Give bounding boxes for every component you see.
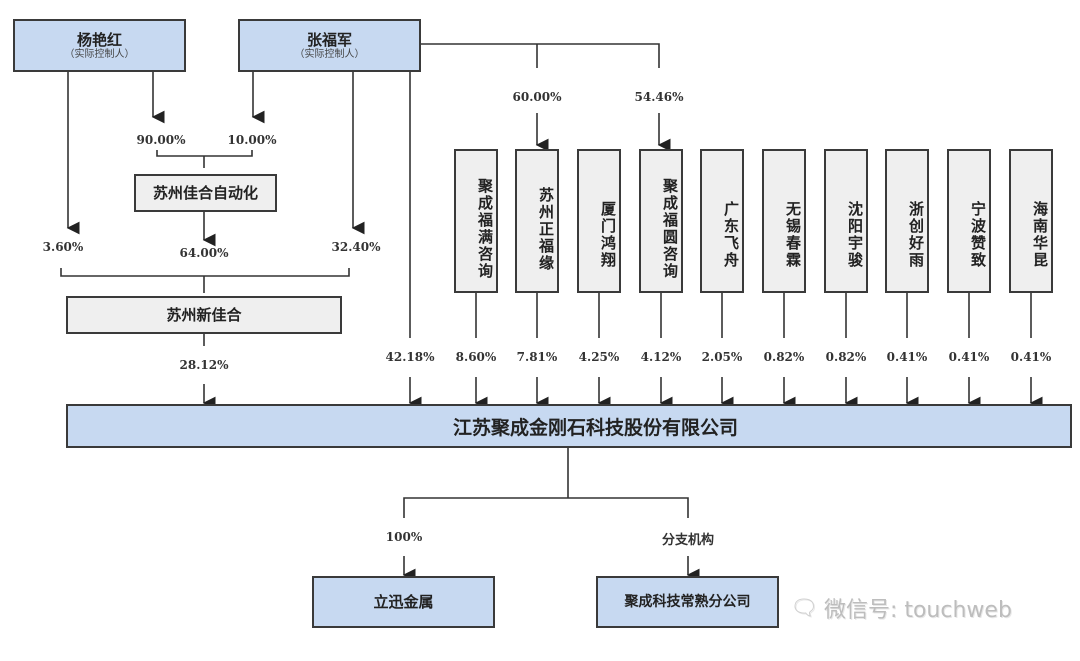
controller-role: （实际控制人）	[294, 48, 365, 60]
controller-name: 杨艳红	[76, 30, 122, 49]
wechat-icon: 🗨	[790, 595, 818, 621]
pct-zhang-to-zhengfuyuan: 60.00%	[512, 90, 562, 104]
pct-shareholder: 4.25%	[578, 350, 620, 364]
pct-shareholder: 8.60%	[455, 350, 497, 364]
controller-role: （实际控制人）	[64, 48, 135, 60]
entity-name: 苏州新佳合	[166, 306, 242, 324]
pct-shareholder: 0.41%	[948, 350, 990, 364]
pct-zhang-to-company: 42.18%	[385, 350, 435, 364]
shareholder-box: 广东飞舟	[700, 149, 744, 293]
shareholder-box: 聚成福满咨询	[454, 149, 498, 293]
pct-shareholder: 0.41%	[1010, 350, 1052, 364]
pct-zhang-to-automation: 10.00%	[227, 133, 277, 147]
subsidiary-lixun-metal-box: 立迅金属	[312, 576, 495, 628]
pct-shareholder: 7.81%	[516, 350, 558, 364]
suzhou-xinjiahe-box: 苏州新佳合	[66, 296, 342, 334]
shareholder-name: 无锡春霖	[784, 201, 802, 269]
shareholder-name: 海南华昆	[1031, 201, 1049, 269]
shareholder-name: 苏州正福缘	[537, 186, 555, 272]
company-name: 江苏聚成金刚石科技股份有限公司	[453, 416, 739, 439]
controller-zhang-fujun-box: 张福军 （实际控制人）	[238, 19, 421, 72]
pct-zhang-to-fuyuan-consulting: 54.46%	[634, 90, 684, 104]
shareholder-box: 沈阳宇骏	[824, 149, 868, 293]
watermark: 🗨 微信号: touchweb	[790, 592, 1012, 624]
pct-shareholder: 4.12%	[640, 350, 682, 364]
shareholder-name: 浙创好雨	[907, 201, 925, 269]
controller-name: 张福军	[306, 30, 352, 49]
shareholder-name: 聚成福满咨询	[476, 178, 494, 280]
pct-yang-to-automation: 90.00%	[136, 133, 186, 147]
shareholder-box: 宁波赞致	[947, 149, 991, 293]
shareholder-box: 海南华昆	[1009, 149, 1053, 293]
shareholder-box: 厦门鸿翔	[577, 149, 621, 293]
shareholder-box: 聚成福圆咨询	[639, 149, 683, 293]
pct-shareholder: 0.82%	[825, 350, 867, 364]
pct-shareholder: 2.05%	[701, 350, 743, 364]
suzhou-jiahe-automation-box: 苏州佳合自动化	[134, 174, 277, 212]
shareholder-name: 沈阳宇骏	[846, 201, 864, 269]
branch-changshu-box: 聚成科技常熟分公司	[596, 576, 779, 628]
subsidiary-relation-100: 100%	[385, 530, 423, 544]
shareholder-box: 苏州正福缘	[515, 149, 559, 293]
shareholder-box: 浙创好雨	[885, 149, 929, 293]
shareholder-name: 广东飞舟	[722, 201, 740, 269]
pct-automation-to-xinjiahe: 64.00%	[179, 246, 229, 260]
subsidiary-relation-branch: 分支机构	[661, 533, 715, 548]
subsidiary-name: 立迅金属	[373, 593, 434, 611]
main-company-box: 江苏聚成金刚石科技股份有限公司	[66, 404, 1072, 448]
watermark-text: 微信号: touchweb	[823, 598, 1012, 623]
shareholder-name: 聚成福圆咨询	[661, 178, 679, 280]
controller-yang-yanhong-box: 杨艳红 （实际控制人）	[13, 19, 186, 72]
pct-shareholder: 0.82%	[763, 350, 805, 364]
shareholder-name: 宁波赞致	[969, 201, 987, 269]
shareholder-name: 厦门鸿翔	[599, 201, 617, 269]
subsidiary-name: 聚成科技常熟分公司	[624, 594, 751, 610]
shareholder-box: 无锡春霖	[762, 149, 806, 293]
pct-yang-to-xinjiahe: 3.60%	[42, 240, 84, 254]
entity-name: 苏州佳合自动化	[152, 184, 258, 202]
pct-xinjiahe-to-company: 28.12%	[179, 358, 229, 372]
pct-shareholder: 0.41%	[886, 350, 928, 364]
pct-zhang-to-xinjiahe: 32.40%	[331, 240, 381, 254]
